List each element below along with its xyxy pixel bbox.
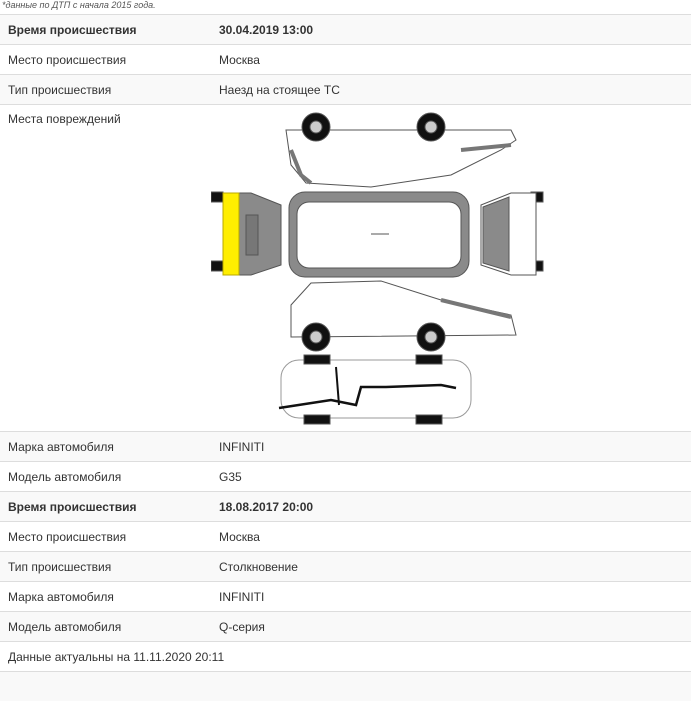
car-rear-view xyxy=(211,192,281,275)
label: Время происшествия xyxy=(0,15,211,45)
label: Тип происшествия xyxy=(0,552,211,582)
car-top-view xyxy=(289,192,469,277)
car-underbody xyxy=(279,355,471,424)
value: Наезд на стоящее ТС xyxy=(211,75,691,105)
label: Тип происшествия xyxy=(0,75,211,105)
car-left-side xyxy=(286,113,516,187)
value: INFINITI xyxy=(211,582,691,612)
damage-diagram-cell xyxy=(211,105,691,432)
label: Места повреждений xyxy=(0,105,211,432)
data-updated-note: Данные актуальны на 11.11.2020 20:11 xyxy=(0,642,691,672)
label: Место происшествия xyxy=(0,522,211,552)
table-row: Данные актуальны на 11.11.2020 20:11 xyxy=(0,642,691,672)
car-front-view xyxy=(481,192,543,275)
value: Москва xyxy=(211,45,691,75)
car-damage-diagram xyxy=(211,105,551,425)
label: Модель автомобиля xyxy=(0,612,211,642)
damage-zone-rear-bumper xyxy=(223,193,239,275)
data-note: *данные по ДТП с начала 2015 года. xyxy=(2,0,156,10)
table-row: Места повреждений xyxy=(0,105,691,432)
label: Время происшествия xyxy=(0,492,211,522)
label: Место происшествия xyxy=(0,45,211,75)
car-right-side xyxy=(291,281,516,351)
value: Столкновение xyxy=(211,552,691,582)
table-row xyxy=(0,672,691,701)
value: Q-серия xyxy=(211,612,691,642)
value: 18.08.2017 20:00 xyxy=(211,492,691,522)
value: Москва xyxy=(211,522,691,552)
label: Марка автомобиля xyxy=(0,582,211,612)
value: INFINITI xyxy=(211,432,691,462)
label: Модель автомобиля xyxy=(0,462,211,492)
label: Марка автомобиля xyxy=(0,432,211,462)
empty-row xyxy=(0,672,691,701)
value: G35 xyxy=(211,462,691,492)
value: 30.04.2019 13:00 xyxy=(211,15,691,45)
